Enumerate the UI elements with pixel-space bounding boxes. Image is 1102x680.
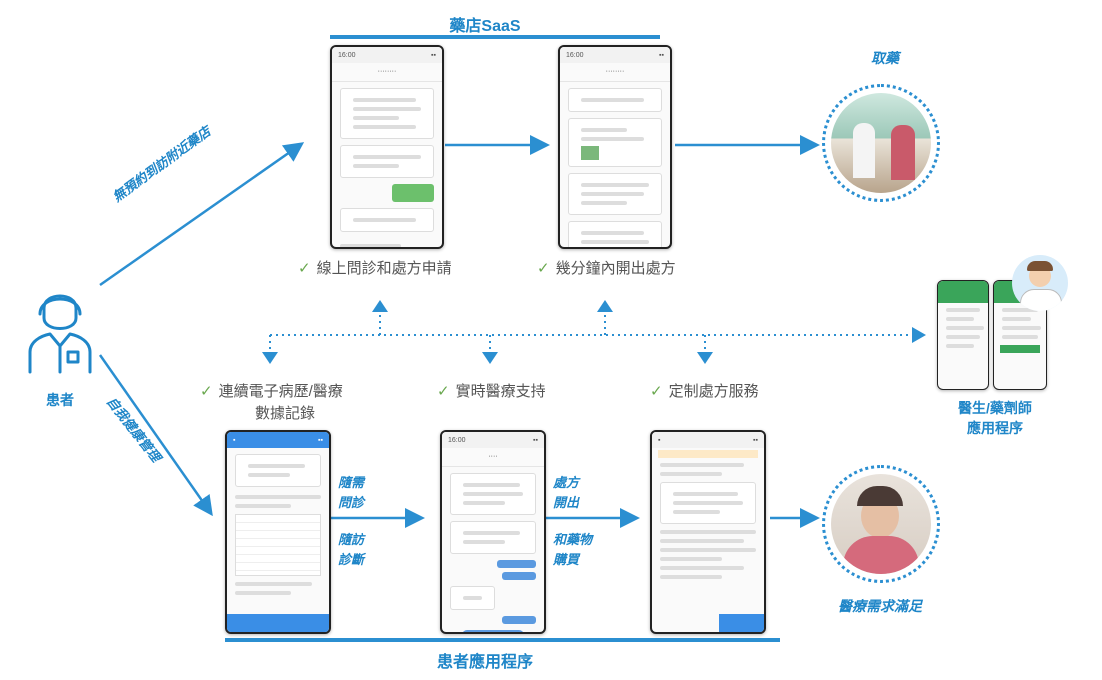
check-icon: ✓ xyxy=(537,260,550,277)
feature-records: ✓連續電子病歷/醫療 xyxy=(200,383,343,400)
doctor-app-label: 醫生/藥劑師應用程序 xyxy=(958,400,1032,436)
check-icon: ✓ xyxy=(650,383,663,400)
doctor-icon xyxy=(1012,255,1068,311)
outcome-label: 醫療需求滿足 xyxy=(838,598,922,614)
down-arrow-icon xyxy=(482,352,498,364)
check-icon: ✓ xyxy=(298,260,311,277)
phone-prescription: 16:00▪▪ ········ xyxy=(558,45,672,249)
saas-title: 藥店SaaS xyxy=(449,18,521,35)
flow-label-a: 隨需問診 xyxy=(338,475,365,510)
right-arrow-icon xyxy=(912,327,926,343)
up-arrow-icon xyxy=(372,300,388,312)
step-consult: ✓線上問診和處方申請 xyxy=(298,260,452,277)
flow-label-c: 處方開出 xyxy=(553,475,580,510)
down-arrow-icon xyxy=(697,352,713,364)
doctor-phone-1 xyxy=(937,280,989,390)
pickup-photo xyxy=(822,84,940,202)
pickup-label: 取藥 xyxy=(871,50,899,66)
feature-support: ✓實時醫療支持 xyxy=(437,383,546,400)
feature-custom: ✓定制處方服務 xyxy=(650,383,759,400)
flow-label-b: 隨訪診斷 xyxy=(338,532,365,567)
phone-chat: 16:00▪▪ ···· xyxy=(440,430,546,634)
flow-label-d: 和藥物購買 xyxy=(553,532,593,567)
up-arrow-icon xyxy=(597,300,613,312)
step-prescription: ✓幾分鐘內開出處方 xyxy=(537,260,676,277)
phone-consult: 16:00▪▪ ········ xyxy=(330,45,444,249)
phone-order: ▪▪▪ xyxy=(650,430,766,634)
saas-bar xyxy=(330,35,660,39)
check-icon: ✓ xyxy=(200,383,213,400)
down-arrow-icon xyxy=(262,352,278,364)
patient-icon xyxy=(28,294,92,374)
feature-records-line2: 數據記錄 xyxy=(255,405,316,422)
phone-records: ▪▪▪ xyxy=(225,430,331,634)
patient-label: 患者 xyxy=(46,392,74,408)
check-icon: ✓ xyxy=(437,383,450,400)
outcome-photo xyxy=(822,465,940,583)
app-title: 患者應用程序 xyxy=(436,654,533,671)
app-bar xyxy=(225,638,780,642)
